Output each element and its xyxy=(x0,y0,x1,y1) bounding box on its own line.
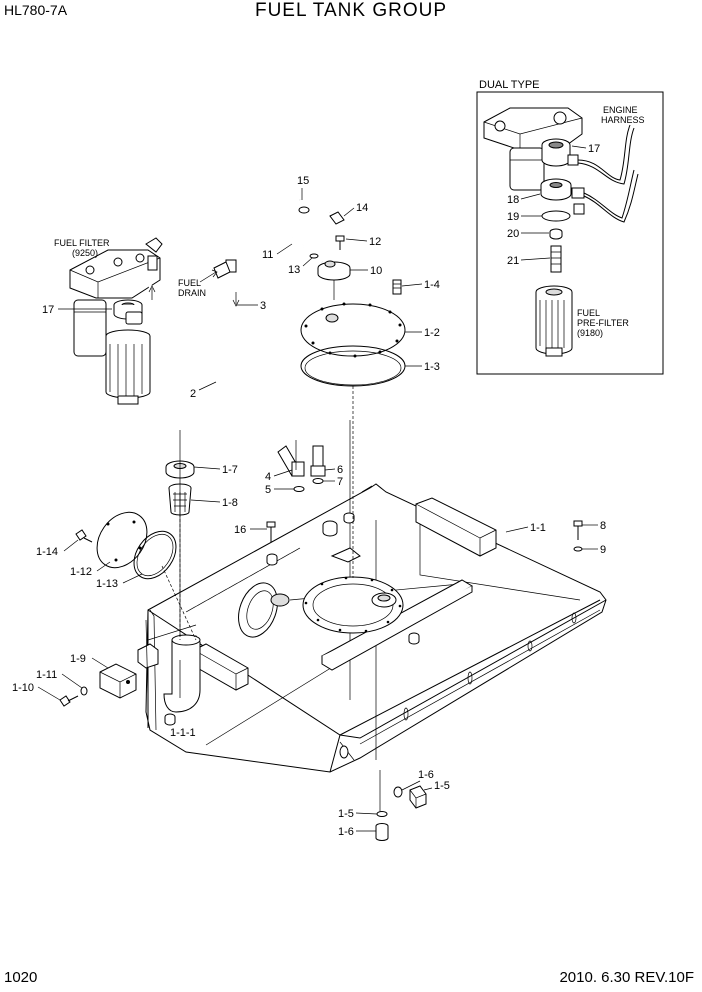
inset-nipple-21 xyxy=(550,245,562,273)
inset-nut-20 xyxy=(549,228,563,240)
callout-16[interactable]: 16 xyxy=(234,524,246,536)
hose-3 xyxy=(225,259,324,467)
note-fuel-drain-1: FUEL xyxy=(178,278,201,288)
callout-2[interactable]: 2 xyxy=(190,388,196,400)
callout-1-11[interactable]: 1-11 xyxy=(36,669,57,681)
inset-oring-19 xyxy=(541,210,571,222)
note-engine-harness-2: HARNESS xyxy=(601,115,645,125)
callout-1-6-a[interactable]: 1-6 xyxy=(418,769,434,781)
fuel-filter-assembly xyxy=(69,237,163,405)
callout-inset-18[interactable]: 18 xyxy=(507,194,519,206)
callout-1-9[interactable]: 1-9 xyxy=(70,653,86,665)
inset-title: DUAL TYPE xyxy=(479,79,540,91)
washer-1-11 xyxy=(80,686,88,696)
bolt-8 xyxy=(573,520,583,540)
oring-5 xyxy=(293,486,305,492)
fitting-4 xyxy=(291,461,305,477)
fuel-pipe-15 xyxy=(288,199,331,263)
callout-inset-20[interactable]: 20 xyxy=(507,228,519,240)
callout-1-7[interactable]: 1-7 xyxy=(222,464,238,476)
callout-7[interactable]: 7 xyxy=(337,476,343,488)
callout-8[interactable]: 8 xyxy=(600,520,606,532)
callout-1-13[interactable]: 1-13 xyxy=(96,578,118,590)
inset-sensor-17 xyxy=(541,124,635,185)
fuel-tank-1-1 xyxy=(137,420,607,812)
oring-7 xyxy=(312,478,324,484)
callout-1-6-b[interactable]: 1-6 xyxy=(338,826,354,838)
callout-1-10[interactable]: 1-10 xyxy=(12,682,34,694)
callout-1-5-a[interactable]: 1-5 xyxy=(434,780,450,792)
note-fuel-drain-2: DRAIN xyxy=(178,288,206,298)
callout-5[interactable]: 5 xyxy=(265,484,271,496)
callout-15[interactable]: 15 xyxy=(297,175,309,187)
gasket-1-13 xyxy=(133,530,177,580)
bolt-14 xyxy=(329,211,345,225)
callout-1-12[interactable]: 1-12 xyxy=(70,566,92,578)
callout-6[interactable]: 6 xyxy=(337,464,343,476)
revision-date: 2010. 6.30 REV.10F xyxy=(559,969,694,986)
cover-1-12 xyxy=(96,511,148,569)
callout-inset-21[interactable]: 21 xyxy=(507,255,519,267)
callout-inset-19[interactable]: 19 xyxy=(507,211,519,223)
note-prefilter-code: (9180) xyxy=(577,328,603,338)
hose-2 xyxy=(147,255,301,477)
note-fuel-filter-code: (9250) xyxy=(72,248,98,258)
clamp-13 xyxy=(309,253,319,259)
inset-sensor-18 xyxy=(540,169,639,223)
oring-1-6-a xyxy=(393,786,403,798)
bracket-1-9 xyxy=(99,663,137,699)
note-fuel-filter: FUEL FILTER xyxy=(54,238,110,248)
note-engine-harness-1: ENGINE xyxy=(603,105,638,115)
page-number: 1020 xyxy=(4,969,38,986)
fitting-6 xyxy=(310,465,326,477)
callout-1-14[interactable]: 1-14 xyxy=(36,546,58,558)
inset-prefilter xyxy=(535,285,573,357)
callout-3[interactable]: 3 xyxy=(260,300,266,312)
plug-1-5-a xyxy=(409,785,427,809)
fitting-1-4 xyxy=(392,279,402,295)
note-prefilter-2: PRE-FILTER xyxy=(577,318,629,328)
callout-1-1-1[interactable]: 1-1-1 xyxy=(170,727,196,739)
bolt-1-10 xyxy=(59,695,79,707)
callout-14[interactable]: 14 xyxy=(356,202,368,214)
inset-frame xyxy=(476,91,664,375)
callout-1-3[interactable]: 1-3 xyxy=(424,361,440,373)
callout-11[interactable]: 11 xyxy=(262,249,273,261)
fuel-drain-fitting xyxy=(199,261,231,283)
callout-1-8[interactable]: 1-8 xyxy=(222,497,238,509)
cover-plate-1-2 xyxy=(300,302,406,358)
oring-1-5-b xyxy=(376,811,388,817)
callout-1-1[interactable]: 1-1 xyxy=(530,522,546,534)
screw-12 xyxy=(335,235,345,250)
callout-13[interactable]: 13 xyxy=(288,264,300,276)
page-title: FUEL TANK GROUP xyxy=(254,0,447,21)
callout-inset-17[interactable]: 17 xyxy=(588,143,600,155)
callout-12[interactable]: 12 xyxy=(369,236,381,248)
model-code: HL780-7A xyxy=(4,2,68,18)
washer-9 xyxy=(573,546,583,552)
bolt-1-14 xyxy=(75,529,93,543)
note-prefilter-1: FUEL xyxy=(577,308,600,318)
plug-1-6-b xyxy=(375,823,389,841)
callout-10[interactable]: 10 xyxy=(370,265,382,277)
callout-1-5-b[interactable]: 1-5 xyxy=(338,808,354,820)
dual-type-inset: DUAL TYPE xyxy=(476,79,664,375)
callout-1-2[interactable]: 1-2 xyxy=(424,327,440,339)
callout-9[interactable]: 9 xyxy=(600,544,606,556)
callout-17[interactable]: 17 xyxy=(42,304,54,316)
sender-10 xyxy=(317,260,351,300)
bolt-16 xyxy=(266,521,276,542)
callout-4[interactable]: 4 xyxy=(265,471,271,483)
callout-1-4[interactable]: 1-4 xyxy=(424,279,440,291)
